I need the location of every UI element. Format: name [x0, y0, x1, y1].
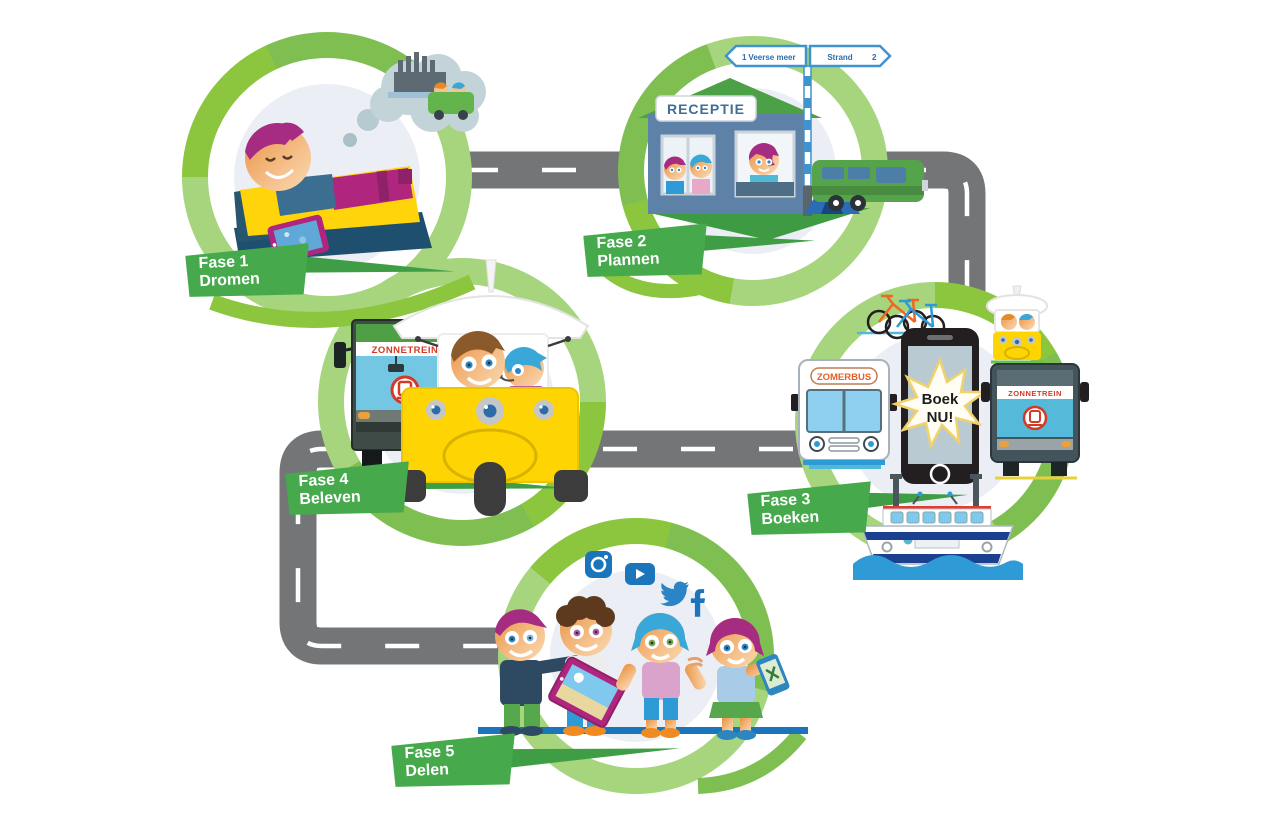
kid-4 [706, 618, 790, 740]
receptie-sign: RECEPTIE [667, 101, 745, 117]
kid-1 [495, 609, 582, 736]
tuktuk [392, 259, 590, 516]
fase-1-illustration [209, 52, 486, 328]
receptionist [734, 130, 796, 198]
dream-bubble [343, 52, 486, 147]
instagram-icon [585, 551, 612, 578]
fase-1-banner-name: Dromen [199, 270, 261, 291]
social-icons [585, 551, 706, 617]
mini-tuktuk [986, 285, 1048, 364]
green-swoosh [697, 728, 807, 794]
fase-2-illustration: RECEPTIE [597, 44, 928, 299]
signpost: 1 Veerse meer Strand 2 [724, 44, 892, 216]
zomerbus: ZOMERBUS [791, 359, 897, 469]
reception-building: RECEPTIE [638, 78, 822, 214]
green-swoosh [209, 274, 476, 328]
twitter-icon [660, 581, 689, 607]
ferry [853, 474, 1023, 580]
fase-4-banner-name: Beleven [299, 488, 362, 509]
facebook-icon [690, 589, 706, 617]
fase-3-banner-name: Boeken [761, 508, 820, 529]
signpost-left-number: 1 [742, 53, 747, 62]
driver-child [451, 331, 505, 389]
camper-van [812, 160, 928, 211]
zonnetrein-front: ZONNETREIN [981, 363, 1089, 480]
fase-4-illustration: ZONNETREIN [334, 259, 590, 516]
kid-2 [548, 596, 626, 736]
fase-5-banner-name: Delen [405, 761, 450, 781]
fase-3-illustration: ZOMERBUS Boek NU! ZONNETREIN [791, 285, 1089, 580]
kid-3 [616, 613, 706, 738]
signpost-right-number: 2 [872, 53, 877, 62]
signpost-left-label: Veerse meer [748, 53, 795, 62]
small-phone [756, 654, 790, 696]
dream-car [428, 82, 474, 120]
passenger-child [497, 347, 547, 396]
big-tablet [548, 656, 626, 728]
signpost-right-label: Strand [827, 53, 852, 62]
fase-5-illustration [478, 551, 808, 794]
ground-wedge [654, 208, 870, 240]
dream-factory [388, 52, 448, 98]
boek-nu-line1: Boek [922, 391, 959, 408]
fase-2-banner-name: Plannen [597, 250, 660, 271]
zomerbus-label: ZOMERBUS [817, 372, 871, 383]
zonnetrein-side-label: ZONNETREIN [372, 345, 439, 356]
smartphone: Boek NU! [890, 328, 989, 485]
sleeping-child [234, 122, 432, 262]
youtube-icon [625, 563, 655, 585]
boek-nu-line2: NU! [927, 409, 954, 426]
boek-nu-starburst [890, 356, 989, 450]
zonnetrein-label: ZONNETREIN [1008, 389, 1062, 398]
window-kids [660, 134, 716, 196]
